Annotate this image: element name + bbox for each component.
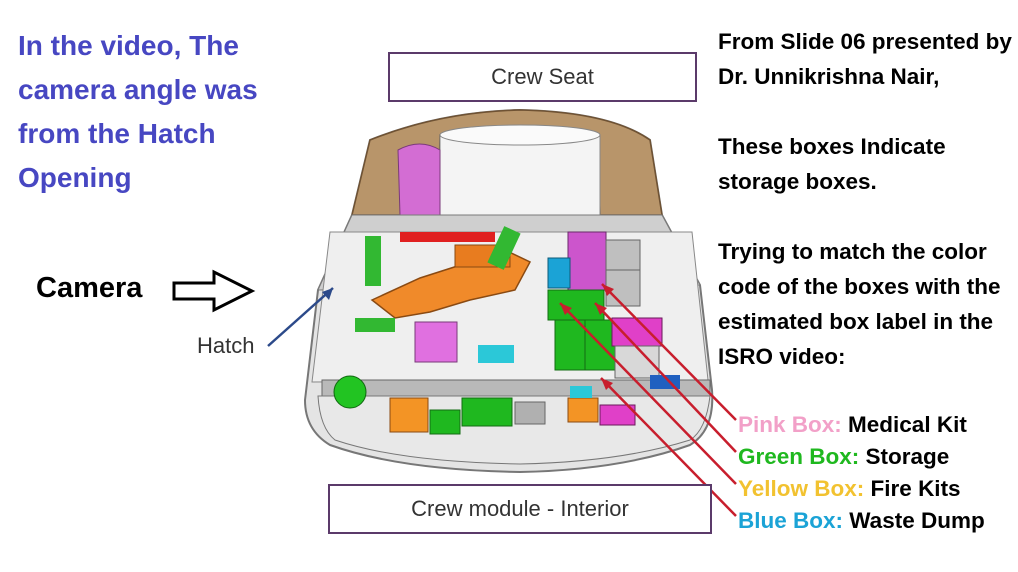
- legend-row-green: Green Box: Storage: [738, 441, 985, 473]
- camera-label: Camera: [36, 272, 143, 304]
- hatch-label: Hatch: [197, 333, 255, 358]
- note-source: From Slide 06 presented by Dr. Unnikrish…: [718, 29, 1012, 89]
- legend-meaning-pink: Medical Kit: [848, 412, 967, 437]
- legend-row-pink: Pink Box: Medical Kit: [738, 409, 985, 441]
- crew-seat-graphic: [355, 226, 532, 363]
- crew-seat-label: Crew Seat: [388, 52, 697, 102]
- legend-row-yellow: Yellow Box: Fire Kits: [738, 473, 985, 505]
- legend-label-yellow: Yellow Box:: [738, 476, 865, 501]
- legend-meaning-green: Storage: [865, 444, 950, 469]
- intro-text: In the video, The camera angle was from …: [18, 30, 258, 193]
- legend-label-pink: Pink Box:: [738, 412, 842, 437]
- legend-label-green: Green Box:: [738, 444, 860, 469]
- storage-boxes-right: [547, 231, 680, 389]
- arrow-right-outline-icon: [172, 269, 256, 313]
- legend-meaning-blue: Waste Dump: [849, 508, 985, 533]
- storage-boxes-lower: [333, 375, 636, 435]
- legend-pointer-arrows: [559, 283, 737, 517]
- legend-label-blue: Blue Box:: [738, 508, 844, 533]
- legend-meaning-yellow: Fire Kits: [870, 476, 961, 501]
- crew-module-interior-label: Crew module - Interior: [328, 484, 712, 534]
- box-legend: Pink Box: Medical Kit Green Box: Storage…: [738, 409, 985, 537]
- note-boxes: These boxes Indicate storage boxes.: [718, 134, 946, 194]
- notes-panel: From Slide 06 presented by Dr. Unnikrish…: [718, 24, 1013, 374]
- note-matching: Trying to match the color code of the bo…: [718, 239, 1001, 369]
- legend-row-blue: Blue Box: Waste Dump: [738, 505, 985, 537]
